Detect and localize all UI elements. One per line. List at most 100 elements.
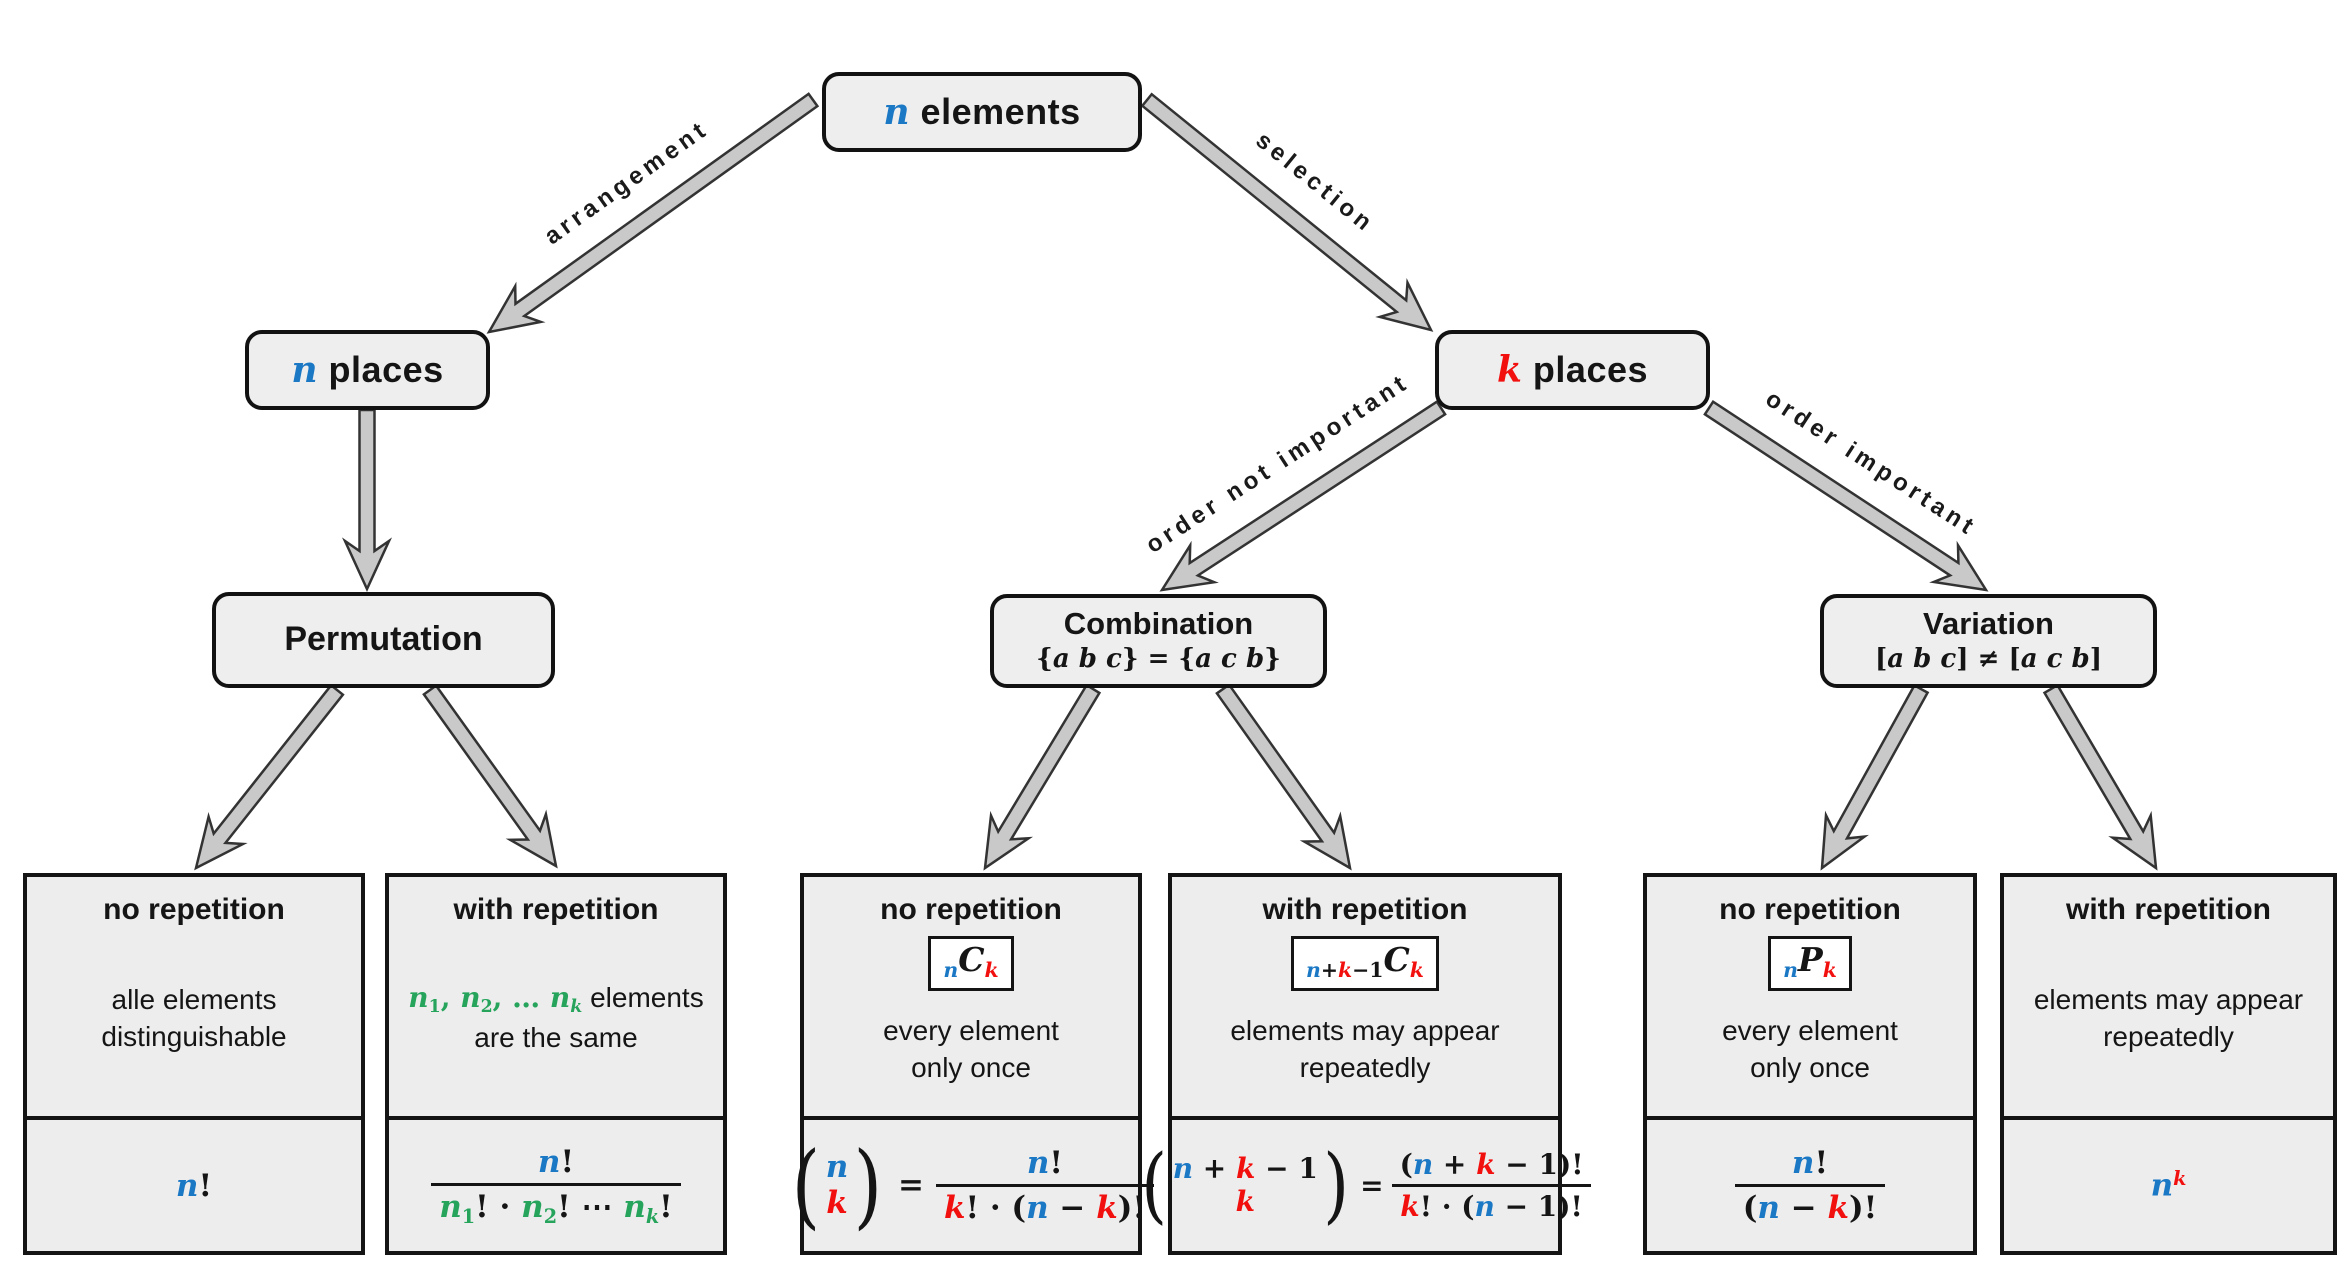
fraction: (n + k − 1)! k! · (n − 1)! xyxy=(1392,1148,1592,1223)
math-token: ! xyxy=(557,1188,571,1225)
symbol: nCk xyxy=(943,940,998,982)
math-token: n xyxy=(1412,1148,1434,1181)
math-token: elements xyxy=(582,982,704,1014)
denominator: k! · (n − k)! xyxy=(935,1183,1154,1226)
symbol: n+k−1Ck xyxy=(1306,940,1424,982)
math-token: 2 xyxy=(480,997,493,1018)
math-token: n xyxy=(175,1167,199,1204)
math-token: n xyxy=(623,1188,646,1225)
math-token: repeatedly xyxy=(1299,1052,1431,1084)
binomial-top: n xyxy=(826,1149,849,1186)
math-token: n xyxy=(460,981,481,1015)
math-token: )! xyxy=(1557,1190,1583,1223)
math-token: a b c xyxy=(1052,643,1122,674)
math-token: )! xyxy=(1117,1189,1146,1226)
fraction: n! n1! · n2! ⋯ nk! xyxy=(431,1143,681,1228)
desc-line: n1, n2, … nk elements xyxy=(408,980,703,1019)
math-token: n xyxy=(291,349,319,391)
leaf-combination-with-repetition: with repetition n+k−1Ck elements may app… xyxy=(1142,873,1591,1255)
math-token: + xyxy=(1320,958,1338,983)
leaf-content: no repetition nCk every element only onc… xyxy=(804,877,1138,1116)
math-token: places xyxy=(1522,349,1649,390)
math-token: a c b xyxy=(2020,643,2090,674)
math-token: , … xyxy=(492,981,550,1015)
math-token: n xyxy=(1026,1189,1049,1226)
denominator: n1! · n2! ⋯ nk! xyxy=(431,1182,681,1228)
leaf-content: with repetition elements may appear repe… xyxy=(2004,877,2333,1116)
math-token: n xyxy=(1791,1145,1815,1181)
formula-n-power-k: nk xyxy=(2004,1116,2333,1251)
math-token: n xyxy=(1783,958,1798,983)
math-token: k xyxy=(1409,958,1424,983)
math-token: 1 xyxy=(428,997,441,1018)
math-token: − xyxy=(1048,1189,1097,1226)
symbol-n-plus-k-minus-1-Ck: n+k−1Ck xyxy=(1291,936,1439,991)
math-token: k xyxy=(1235,1184,1255,1218)
desc-line: only once xyxy=(883,1050,1059,1087)
math-token: k xyxy=(826,1185,848,1222)
desc-line: alle elements xyxy=(101,982,286,1019)
binomial-bottom: k xyxy=(1235,1184,1255,1218)
denominator: (n − k)! xyxy=(1734,1184,1886,1226)
math-token: 1 xyxy=(461,1204,476,1228)
math-token: C xyxy=(958,940,985,979)
leaf-title: with repetition xyxy=(1262,893,1468,926)
math-token: every element xyxy=(883,1015,1059,1047)
desc-line: every element xyxy=(883,1013,1059,1050)
flow-arrow xyxy=(1159,399,1447,592)
math-token: ! xyxy=(1419,1190,1432,1223)
math-token: n xyxy=(1172,1152,1194,1186)
fraction: n! k! · (n − k)! xyxy=(935,1145,1154,1226)
desc-line: every element xyxy=(1722,1013,1898,1050)
leaf-content: with repetition n+k−1Ck elements may app… xyxy=(1172,877,1558,1116)
numerator: n! xyxy=(1784,1145,1836,1184)
equals-sign: = xyxy=(1360,1169,1384,1202)
leaf-variation-with-repetition: with repetition elements may appear repe… xyxy=(2000,873,2337,1255)
right-paren: ) xyxy=(1323,1137,1349,1234)
math-token: n xyxy=(883,91,911,133)
leaf-description: n1, n2, … nk elements are the same xyxy=(408,927,703,1116)
math-token: n xyxy=(1306,958,1321,983)
math-token: k xyxy=(1236,1152,1256,1186)
numerator: (n + k − 1)! xyxy=(1392,1148,1592,1184)
math-token: − 1 xyxy=(1255,1152,1318,1186)
binomial-top: n + k − 1 xyxy=(1173,1153,1318,1185)
math-token: − 1 xyxy=(1494,1190,1558,1223)
math-token: n xyxy=(943,958,959,983)
flow-arrow xyxy=(341,408,393,593)
math-token: n xyxy=(2150,1167,2174,1204)
math-token: elements xyxy=(910,91,1081,132)
node-n-places-label: n places xyxy=(291,349,443,391)
leaf-permutation-with-repetition: with repetition n1, n2, … nk elements ar… xyxy=(385,873,727,1255)
leaf-title: no repetition xyxy=(880,893,1062,926)
math-token: k xyxy=(2173,1167,2187,1191)
node-k-places-label: k places xyxy=(1497,349,1648,391)
right-paren: ) xyxy=(853,1131,883,1239)
math-token: + xyxy=(1193,1152,1237,1186)
leaf-description: every element only once xyxy=(883,991,1059,1116)
binomial-column: n k xyxy=(824,1149,851,1222)
formula: n! xyxy=(176,1168,212,1204)
math-token: k xyxy=(1476,1148,1496,1181)
math-token: ! xyxy=(659,1188,673,1225)
math-token: k xyxy=(943,1189,966,1226)
math-token: ( xyxy=(1742,1190,1758,1226)
flow-arrow xyxy=(1703,399,1989,592)
math-token: n xyxy=(408,981,429,1015)
leaf-title: no repetition xyxy=(1719,893,1901,926)
formula-k-permutation: n! (n − k)! xyxy=(1647,1116,1973,1251)
math-token: · ( xyxy=(979,1189,1027,1226)
math-token: k xyxy=(1827,1190,1849,1226)
math-token: distinguishable xyxy=(101,1020,287,1052)
math-token: n xyxy=(439,1188,462,1225)
math-token: k xyxy=(1400,1190,1420,1223)
flow-arrow xyxy=(1215,682,1352,871)
node-variation: Variation [a b c] ≠ [a c b] xyxy=(1820,594,2157,688)
math-token: every element xyxy=(1722,1015,1898,1047)
math-token: k xyxy=(1338,958,1353,983)
math-token: n xyxy=(549,981,571,1015)
math-token: ! xyxy=(560,1143,575,1180)
flow-arrow xyxy=(1820,683,1930,871)
fraction: n! (n − k)! xyxy=(1734,1145,1886,1226)
